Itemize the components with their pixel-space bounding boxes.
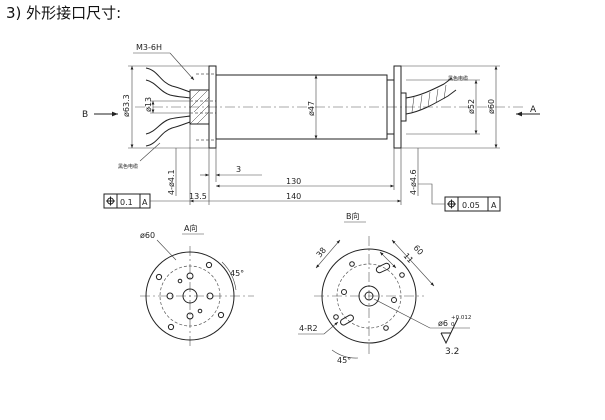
left-cable-top [145,67,191,93]
view-b-title: B向 [346,211,360,221]
view-arrow-a-label: A [530,105,537,115]
left-hub [189,89,210,125]
tol-right-value: 0.05 [462,201,480,210]
left-lead-label: 黑色电缆 [118,163,138,170]
len-3-label: 3 [236,165,241,174]
right-holes-label: 4-ø4.6 [409,169,418,195]
view-b-bore-tol-upper: +0.012 [451,315,471,321]
view-b-slot-top [375,262,391,274]
tol-left-value: 0.1 [120,198,133,207]
view-b-radius-label: 4-R2 [299,324,318,333]
view-a-angle-label: 45° [230,269,244,278]
left-holes-label: 4-ø4.1 [167,169,176,195]
tolerance-frame-right: 0.05 A [418,183,501,212]
len-130-label: 130 [286,177,301,186]
view-b-hub [358,285,380,307]
view-b-angle-label: 45° [337,356,351,365]
dia-13-label: ø13 [144,97,153,112]
left-cable-bottom [145,121,191,147]
view-a: A向 ø60 45° [140,223,254,348]
view-b-slot-bottom [340,314,354,326]
view-b-dim-60-label: 60 [412,243,426,257]
dia-60-label: ø60 [487,99,496,114]
view-arrow-b-label: B [82,110,88,120]
len-140-label: 140 [286,192,301,201]
view-a-dia-60-label: ø60 [140,231,155,240]
tol-right-datum: A [491,201,497,210]
front-view: M3-6H ø63.3 ø13 B ø47 ø60 ø52 A 黑色电缆 黑色电… [82,43,540,212]
len-13-5-label: 13.5 [189,192,207,201]
hub-hatching [189,89,210,125]
view-a-title: A向 [184,223,197,233]
right-cable-hatching [411,84,447,113]
view-b-bore [364,291,374,301]
view-b-bore-label: ø6 [438,319,448,328]
dia-47-label: ø47 [307,101,316,116]
roughness-symbol [440,317,459,345]
view-a-center-bore [182,288,198,304]
view-b: B向 38 60 11 4-R2 45° ø6 [298,211,471,365]
thread-label: M3-6H [136,43,162,52]
view-a-flange-outline [145,251,235,341]
view-b-flange-outline [321,248,417,344]
view-b-dim-38-label: 38 [315,246,328,260]
right-lead-label: 黑色电缆 [448,75,468,82]
view-b-bore-tol-lower: 0 [451,322,455,328]
dia-52-label: ø52 [467,99,476,114]
section-heading: 3) 外形接口尺寸: [6,4,122,22]
output-shaft [400,92,407,122]
roughness-value: 3.2 [445,347,459,357]
tol-left-datum: A [142,198,148,207]
dia-63-3-label: ø63.3 [122,94,131,117]
tolerance-frame-left: 0.1 A [103,193,190,209]
